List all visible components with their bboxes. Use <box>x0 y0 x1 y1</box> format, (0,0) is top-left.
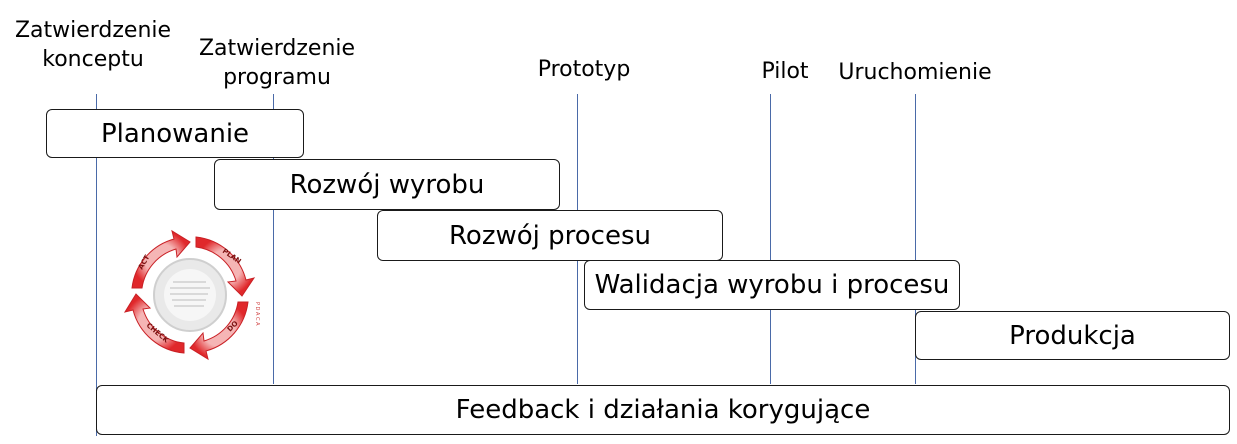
milestone-label-prototype: Prototyp <box>537 57 631 82</box>
pdca-side-text: P D A C A <box>254 302 260 326</box>
phase-production: Produkcja <box>915 311 1230 360</box>
pdca-arrow-act <box>131 229 191 289</box>
milestone-line-launch <box>915 94 916 384</box>
milestone-line-concept-approval <box>96 94 97 436</box>
milestone-label-program-approval: Zatwierdzenie programu <box>198 36 356 90</box>
milestone-label-pilot: Pilot <box>761 59 809 84</box>
pdca-inner-text-lines <box>170 281 210 307</box>
pdca-arrow-plan <box>195 236 256 297</box>
pdca-arrow-check <box>123 293 185 354</box>
pdca-cycle-graphic: PLAN DO CHECK ACT P D A C A <box>123 229 260 361</box>
phase-feedback-corrective-actions: Feedback i działania korygujące <box>96 385 1230 435</box>
milestone-label-launch: Uruchomienie <box>838 60 992 85</box>
pdca-inner-core <box>164 269 216 321</box>
phase-process-development: Rozwój procesu <box>377 210 723 261</box>
milestone-line-pilot <box>770 94 771 384</box>
phase-planning: Planowanie <box>46 109 304 158</box>
pdca-arrow-do <box>189 301 249 361</box>
phase-product-development: Rozwój wyrobu <box>214 159 560 210</box>
phase-product-process-validation: Walidacja wyrobu i procesu <box>584 260 960 310</box>
milestone-label-concept-approval: Zatwierdzenie konceptu <box>14 18 172 72</box>
milestone-line-program-approval <box>273 94 274 384</box>
